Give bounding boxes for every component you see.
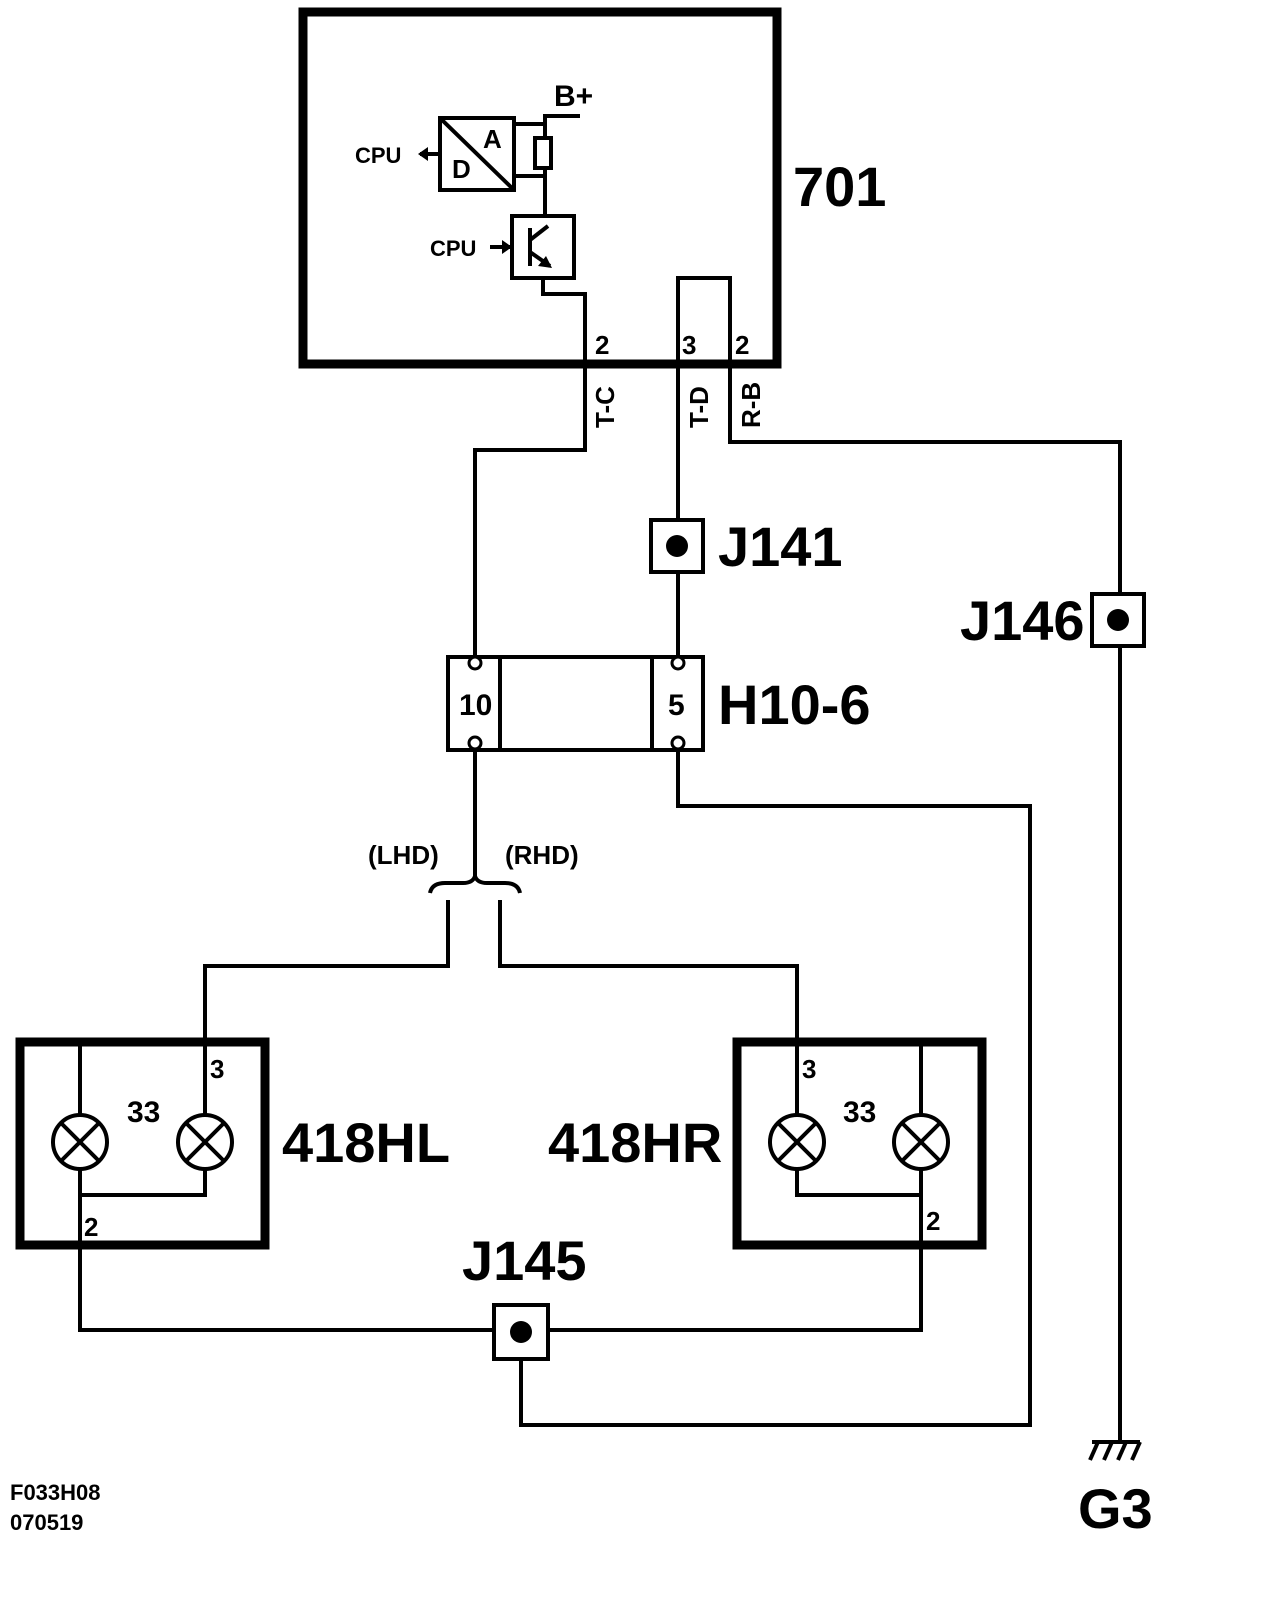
- variant-rhd-label: (RHD): [505, 840, 579, 870]
- junction-j145-dot: [510, 1321, 532, 1343]
- ground-hatch-3: [1116, 1441, 1128, 1461]
- wire-code-rb: R-B: [736, 382, 766, 428]
- connector-pin5-top-icon: [670, 655, 686, 671]
- variant-lhd-label: (LHD): [368, 840, 439, 870]
- ecu-701-label: 701: [793, 155, 886, 218]
- lamp-418hr-pin-bottom: 2: [926, 1206, 940, 1236]
- adc-a-label: A: [483, 124, 502, 154]
- junction-j141-dot: [666, 535, 688, 557]
- lamp-418hr-bulb-left-icon: [768, 1113, 826, 1171]
- variant-brace: [428, 868, 522, 894]
- lamp-418hl-box: [15, 1037, 270, 1250]
- wire-rb: [728, 364, 1122, 1440]
- wire-418hr-to-j145: [548, 1195, 923, 1332]
- lamp-418hl-label: 418HL: [282, 1111, 450, 1174]
- lamp-418hl-bulb-left-icon: [51, 1113, 109, 1171]
- ground-hatch-2: [1102, 1441, 1114, 1461]
- adc-diagonal: [438, 116, 516, 192]
- lamp-418hl-pin-top: 3: [210, 1054, 224, 1084]
- internal-wire-td-rb-loop: [676, 276, 732, 364]
- connector-h10-6-label: H10-6: [718, 673, 871, 736]
- lamp-418hr-label: 418HR: [548, 1111, 722, 1174]
- transistor-block: [510, 214, 576, 280]
- ecu-pin-tc: 2: [595, 330, 609, 360]
- wire-lhd: [203, 900, 450, 1040]
- junction-j146-label: J146: [960, 589, 1085, 652]
- ecu-701-box: [298, 7, 782, 369]
- cpu-input-label: CPU: [430, 236, 476, 261]
- lamp-418hl-bottom-wire: [78, 1170, 207, 1197]
- bplus-label: B+: [554, 80, 593, 113]
- connector-h10-6-box: [446, 655, 705, 752]
- lamp-418hr-bulb-label: 33: [843, 1096, 876, 1129]
- lamp-418hl-bulb-right-icon: [176, 1113, 234, 1171]
- lamp-418hr-bulb-right-icon: [892, 1113, 950, 1171]
- figure-code: F033H08: [10, 1480, 101, 1505]
- wire-code-tc: T-C: [590, 386, 620, 428]
- lamp-418hr-bottom-wire: [795, 1170, 923, 1197]
- wire-rhd: [498, 900, 799, 1040]
- lamp-418hr-box: [732, 1037, 987, 1250]
- pullup-resistor: [533, 136, 553, 170]
- wire-pin5-ground-return: [519, 750, 1032, 1427]
- connector-pin10-top-icon: [467, 655, 483, 671]
- ground-hatch-1: [1088, 1441, 1100, 1461]
- ground-g3-label: G3: [1078, 1477, 1153, 1540]
- connector-pin10-bottom-icon: [467, 735, 483, 751]
- adc-d-label: D: [452, 154, 471, 184]
- ecu-pin-td: 3: [682, 330, 696, 360]
- ecu-pin-rb: 2: [735, 330, 749, 360]
- connector-pin5-bottom-icon: [670, 735, 686, 751]
- connector-pin-right: 5: [668, 689, 685, 722]
- figure-date: 070519: [10, 1510, 83, 1535]
- junction-j146-dot: [1107, 609, 1129, 631]
- junction-j141-label: J141: [718, 515, 843, 578]
- connector-pin-left: 10: [459, 689, 492, 722]
- junction-j145-label: J145: [462, 1229, 587, 1292]
- wire-418hl-to-j145: [78, 1195, 494, 1332]
- cpu-input-arrow-icon: [502, 240, 512, 254]
- lamp-418hl-pin-bottom: 2: [84, 1212, 98, 1242]
- lamp-418hr-pin-top: 3: [802, 1054, 816, 1084]
- wire-tc: [473, 364, 587, 660]
- transistor-emitter-arrow-icon: [538, 256, 552, 268]
- cpu-output-label: CPU: [355, 143, 401, 168]
- transistor-collector: [528, 224, 550, 242]
- bplus-wire: [543, 114, 580, 138]
- cpu-output-arrow-icon: [418, 147, 428, 161]
- wire-code-td: T-D: [684, 386, 714, 428]
- lamp-418hl-bulb-label: 33: [127, 1096, 160, 1129]
- ground-hatch-4: [1130, 1441, 1142, 1461]
- internal-wire-tc: [541, 278, 587, 364]
